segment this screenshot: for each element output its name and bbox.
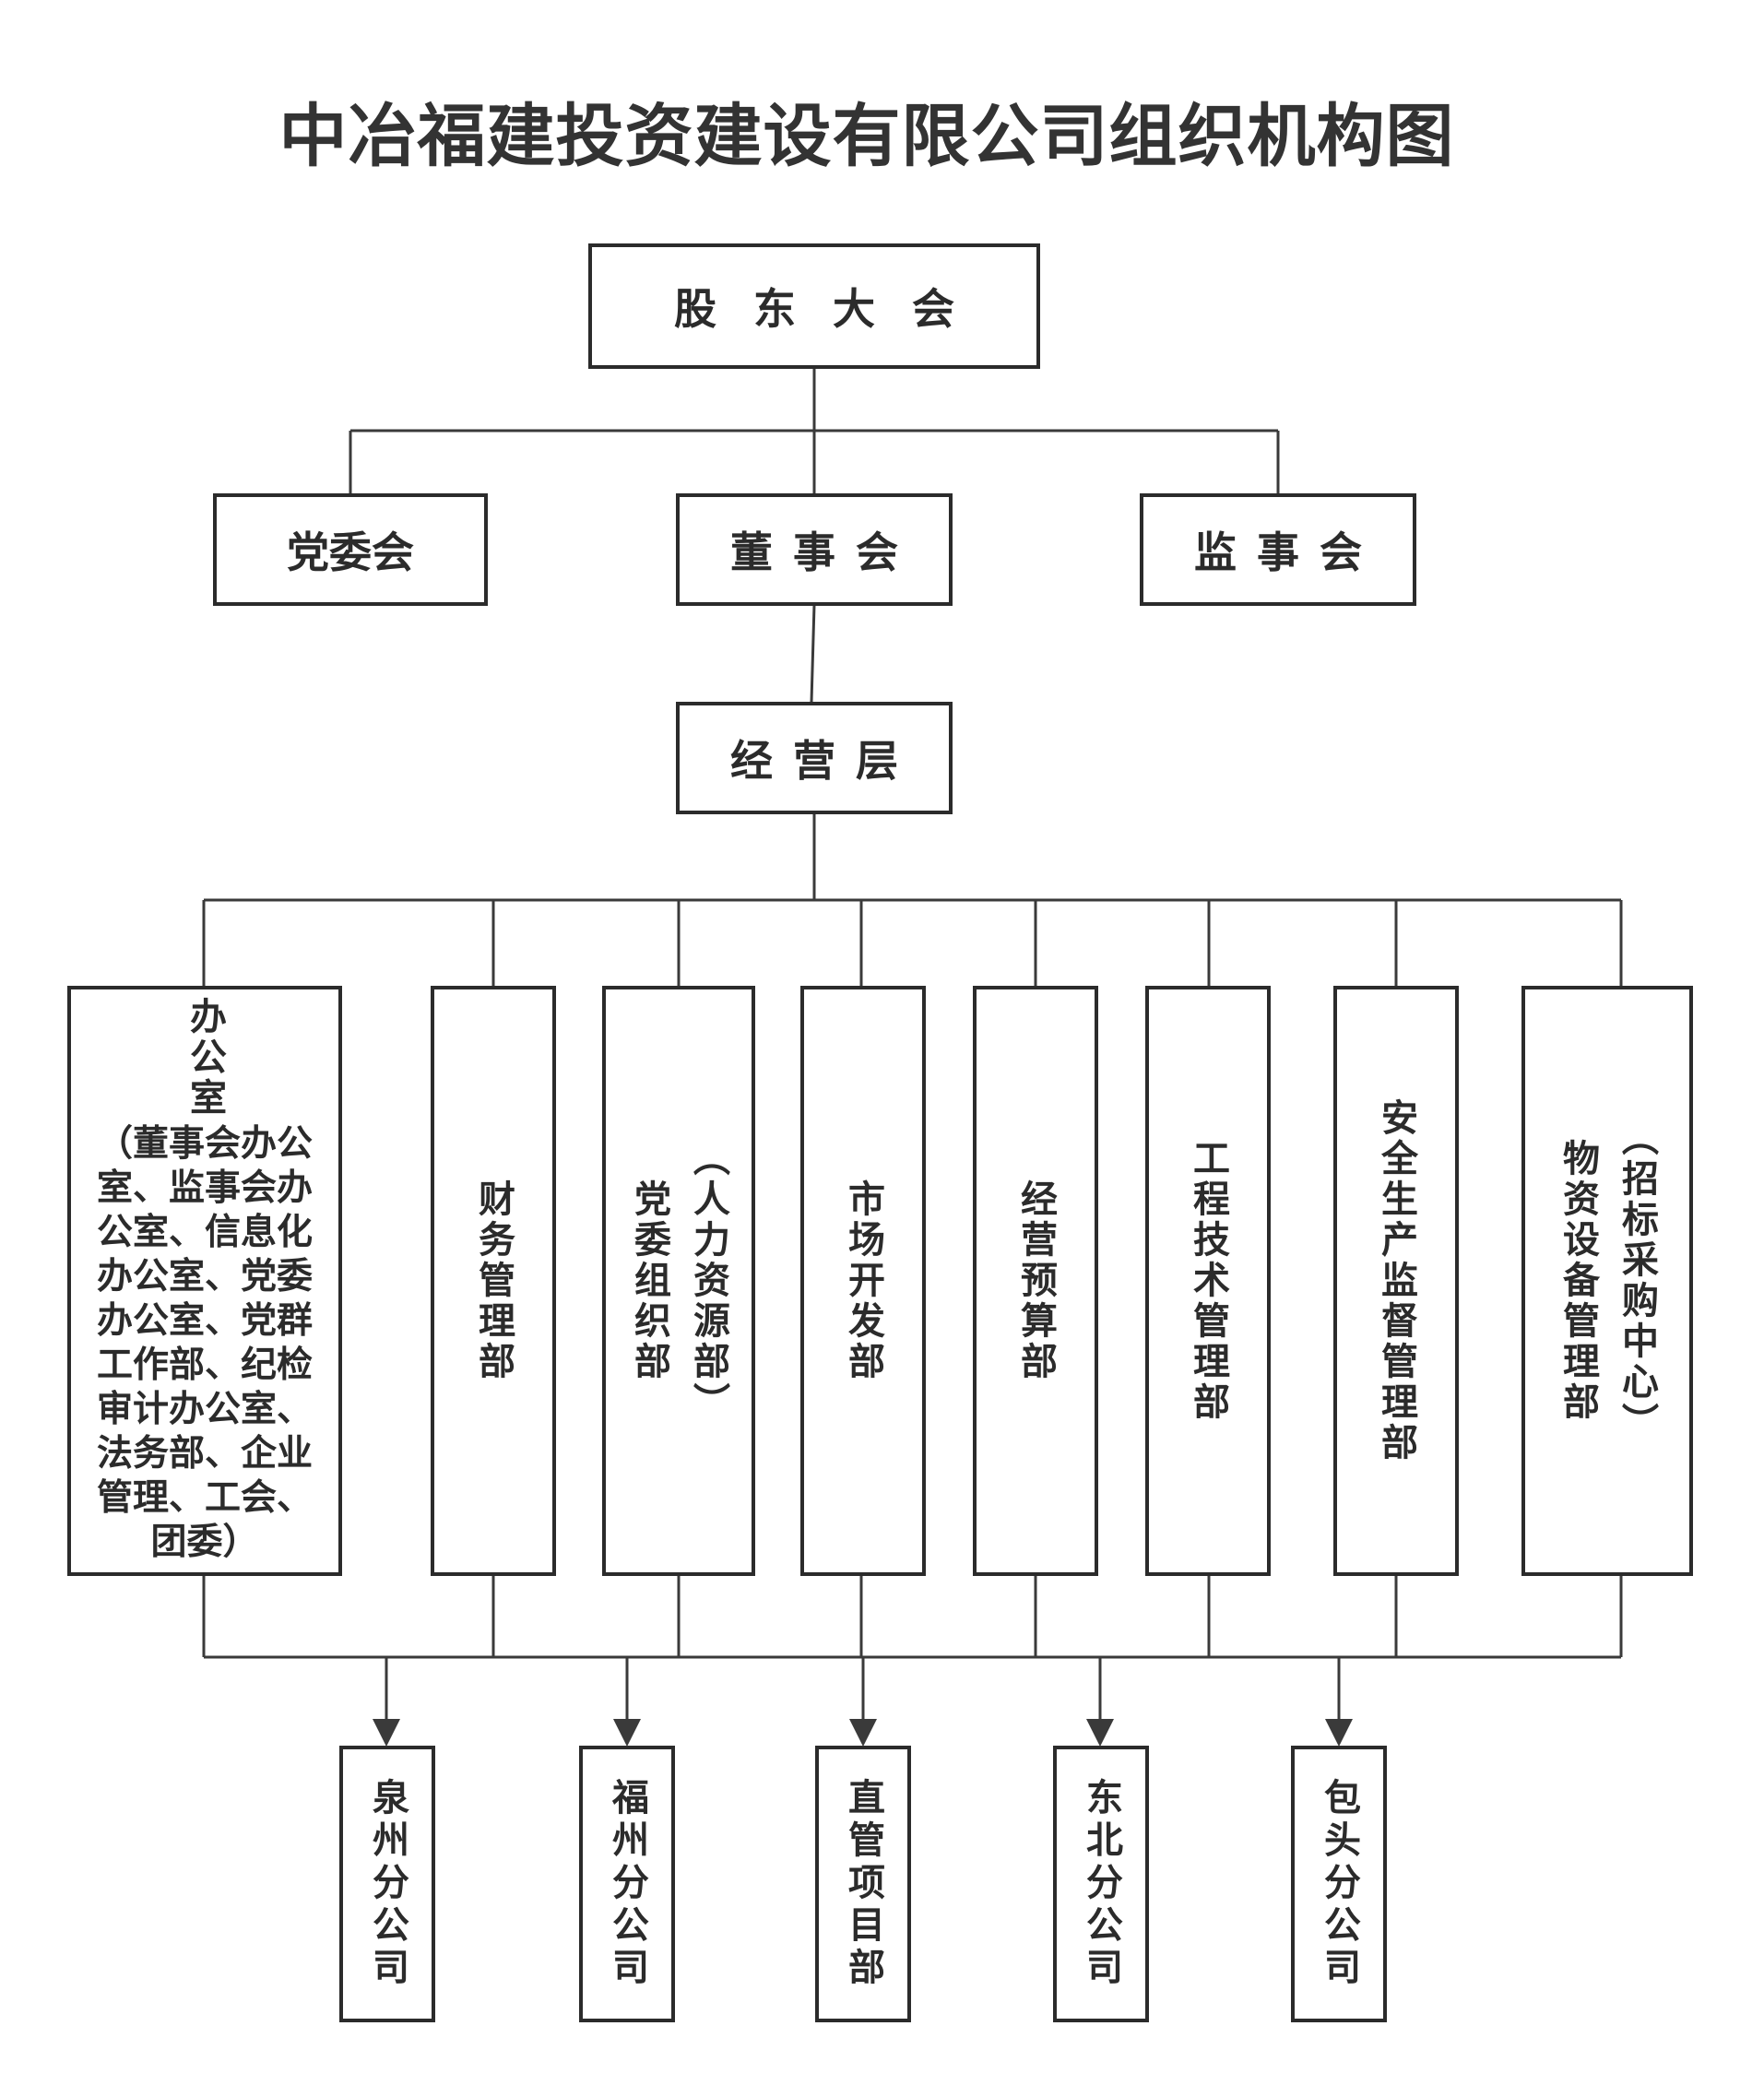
dept-office-label: 办公室	[184, 997, 226, 1119]
dept-safety-label: 安全生产监督管理部	[1375, 1098, 1417, 1463]
dept-materials-label: 物资设备管理部	[1557, 1139, 1599, 1423]
dept-office: 办公室 （董事会办公室、监事会办公室、信息化办公室、党委办公室、党群工作部、纪检…	[67, 986, 342, 1576]
dept-office-note: （董事会办公室、监事会办公室、信息化办公室、党委办公室、党群工作部、纪检审计办公…	[96, 1123, 313, 1563]
dept-materials-note: （招标采购中心）	[1616, 1119, 1658, 1443]
node-management: 经营层	[676, 702, 953, 814]
node-shareholders-label: 股东大会	[674, 284, 991, 334]
branch-baotou: 包头分公司	[1291, 1746, 1387, 2022]
node-party-committee: 党委会	[213, 493, 488, 606]
node-shareholders: 股东大会	[588, 243, 1040, 369]
branch-northeast-label: 东北分公司	[1080, 1778, 1122, 1990]
branch-quanzhou: 泉州分公司	[339, 1746, 435, 2022]
branch-quanzhou-label: 泉州分公司	[366, 1778, 408, 1990]
node-board-label: 董事会	[730, 527, 918, 577]
dept-finance-label: 财务管理部	[472, 1179, 515, 1382]
dept-market: 市场开发部	[800, 986, 926, 1576]
branch-direct-projects-label: 直管项目部	[842, 1778, 884, 1990]
dept-materials: （招标采购中心） 物资设备管理部	[1521, 986, 1693, 1576]
node-board: 董事会	[676, 493, 953, 606]
dept-budget-label: 经营预算部	[1014, 1179, 1057, 1382]
dept-party-org: （人力资源部） 党委组织部	[602, 986, 755, 1576]
node-management-label: 经营层	[730, 736, 918, 786]
dept-party-org-label: 党委组织部	[628, 1179, 670, 1382]
branch-baotou-label: 包头分公司	[1318, 1778, 1360, 1990]
dept-engineering-label: 工程技术管理部	[1187, 1139, 1229, 1423]
node-party-committee-label: 党委会	[287, 527, 414, 577]
dept-party-org-note: （人力资源部）	[687, 1139, 729, 1423]
dept-engineering: 工程技术管理部	[1145, 986, 1271, 1576]
line-board-management	[810, 604, 816, 703]
dept-finance: 财务管理部	[431, 986, 556, 1576]
dept-market-label: 市场开发部	[842, 1179, 884, 1382]
branch-fuzhou-label: 福州分公司	[606, 1778, 648, 1990]
branch-northeast: 东北分公司	[1053, 1746, 1149, 2022]
node-supervisory-board-label: 监事会	[1194, 527, 1382, 577]
dept-budget: 经营预算部	[973, 986, 1098, 1576]
node-supervisory-board: 监事会	[1140, 493, 1416, 606]
dept-safety: 安全生产监督管理部	[1333, 986, 1459, 1576]
branch-fuzhou: 福州分公司	[579, 1746, 675, 2022]
branch-direct-projects: 直管项目部	[815, 1746, 911, 2022]
chart-title: 中冶福建投资建设有限公司组织机构图	[278, 97, 1455, 176]
